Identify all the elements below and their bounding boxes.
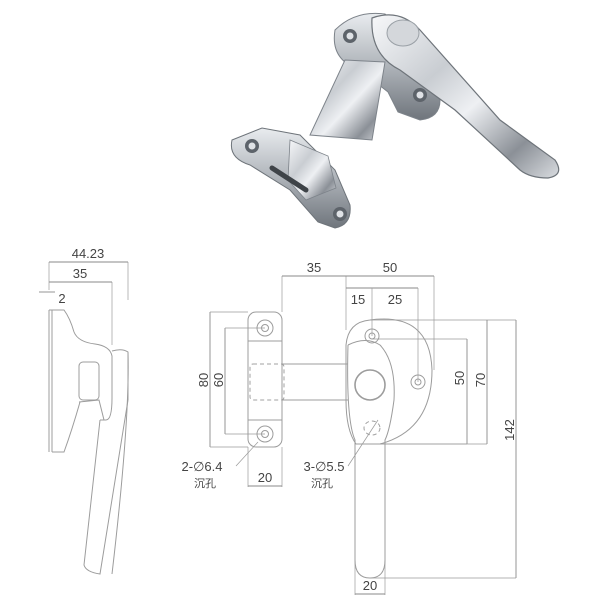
dim-base-width: 35 bbox=[73, 266, 87, 281]
dim-handle-width: 20 bbox=[363, 578, 377, 593]
dim-keeper-height-inner: 60 bbox=[211, 373, 226, 387]
callout-base-holes-note: 沉孔 bbox=[311, 477, 333, 490]
latch-keeper bbox=[230, 127, 351, 229]
dim-keeper-height-outer: 80 bbox=[196, 373, 211, 387]
dim-overall-width: 44.23 bbox=[72, 246, 105, 261]
dim-hole-offset-1: 15 bbox=[351, 292, 365, 307]
latch-handle-lever bbox=[371, 14, 560, 179]
keeper-outline bbox=[247, 311, 348, 448]
dim-keeper-width: 20 bbox=[258, 470, 272, 485]
dim-base-height: 70 bbox=[473, 373, 488, 387]
dim-base-hole-spacing: 50 bbox=[452, 371, 467, 385]
dim-overall-length: 142 bbox=[502, 419, 517, 441]
side-profile bbox=[48, 309, 129, 575]
callout-keeper-holes-note: 沉孔 bbox=[194, 477, 216, 490]
callout-keeper-holes: 2-∅6.4 bbox=[182, 459, 223, 474]
dim-keeper-offset: 35 bbox=[307, 260, 321, 275]
dim-hole-offset-2: 25 bbox=[388, 292, 402, 307]
latch-base-plate bbox=[333, 12, 441, 121]
dim-plate-thickness: 2 bbox=[58, 291, 65, 306]
callout-base-holes: 3-∅5.5 bbox=[304, 459, 345, 474]
dim-handle-base-width: 50 bbox=[383, 260, 397, 275]
front-dimension-lines bbox=[209, 275, 517, 595]
side-dimension-lines bbox=[39, 261, 129, 345]
latch-tongue bbox=[309, 59, 386, 141]
handle-outline bbox=[345, 318, 433, 579]
